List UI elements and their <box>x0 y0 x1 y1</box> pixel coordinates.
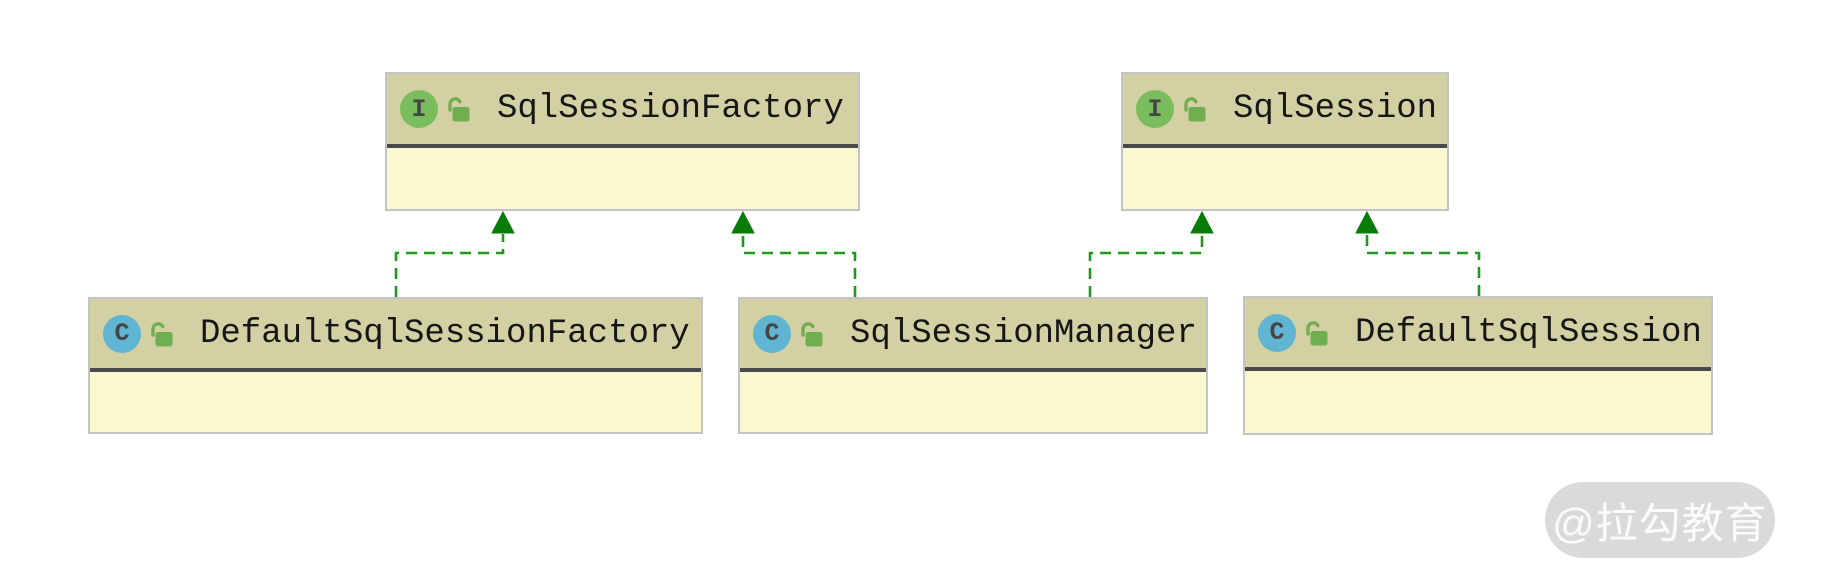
node-header: C DefaultSqlSession <box>1245 298 1711 371</box>
class-badge-letter: C <box>1269 318 1285 347</box>
class-badge-letter: C <box>764 319 780 348</box>
interface-badge-letter: I <box>1147 94 1163 124</box>
node-members-section <box>387 148 858 209</box>
node-header: I SqlSession <box>1123 74 1447 148</box>
node-title: SqlSessionFactory <box>497 90 844 128</box>
watermark-badge: @拉勾教育 <box>1545 482 1775 558</box>
class-icon: C <box>753 314 791 353</box>
interface-icon: I <box>1136 90 1174 128</box>
arrowhead-triangle-icon <box>491 210 515 234</box>
node-sqlsessionfactory[interactable]: I SqlSessionFactory <box>385 72 860 211</box>
arrowhead-triangle-icon <box>1355 210 1379 234</box>
node-members-section <box>1123 148 1447 209</box>
unlocked-icon <box>151 321 173 346</box>
dashed-edge-line <box>1088 234 1204 297</box>
node-members-section <box>740 372 1206 432</box>
edge-implements-sqlsessionmanager-to-sqlsessionfactory[interactable] <box>731 210 857 297</box>
node-sqlsessionmanager[interactable]: C SqlSessionManager <box>738 297 1208 434</box>
unlocked-icon <box>448 97 470 122</box>
class-badge-letter: C <box>114 319 130 348</box>
node-header: I SqlSessionFactory <box>387 74 858 148</box>
node-header: C DefaultSqlSessionFactory <box>90 299 701 372</box>
class-icon: C <box>103 314 141 353</box>
node-defaultsqlsession[interactable]: C DefaultSqlSession <box>1243 296 1713 435</box>
node-header: C SqlSessionManager <box>740 299 1206 372</box>
arrowhead-triangle-icon <box>1190 210 1214 234</box>
node-title: DefaultSqlSession <box>1355 313 1702 352</box>
interface-icon: I <box>400 90 438 128</box>
dashed-edge-line <box>741 234 857 297</box>
node-sqlsession[interactable]: I SqlSession <box>1121 72 1449 211</box>
node-defaultsqlsessionfactory[interactable]: C DefaultSqlSessionFactory <box>88 297 703 434</box>
node-title: DefaultSqlSessionFactory <box>200 314 690 353</box>
edge-implements-defaultsqlsession-to-sqlsession[interactable] <box>1355 210 1481 296</box>
unlocked-icon <box>1184 97 1206 122</box>
interface-badge-letter: I <box>411 94 427 124</box>
dashed-edge-line <box>1365 234 1481 296</box>
node-members-section <box>1245 371 1711 433</box>
arrowhead-triangle-icon <box>731 210 755 234</box>
unlocked-icon <box>1306 320 1328 345</box>
watermark-text: @拉勾教育 <box>1552 499 1768 547</box>
edge-implements-defaultsqlsessionfactory-to-sqlsessionfactory[interactable] <box>394 210 515 297</box>
node-title: SqlSession <box>1233 90 1438 128</box>
node-title: SqlSessionManager <box>850 314 1197 353</box>
edge-implements-sqlsessionmanager-to-sqlsession[interactable] <box>1088 210 1214 297</box>
class-icon: C <box>1258 313 1296 352</box>
unlocked-icon <box>801 321 823 346</box>
dashed-edge-line <box>394 234 505 297</box>
node-members-section <box>90 372 701 432</box>
